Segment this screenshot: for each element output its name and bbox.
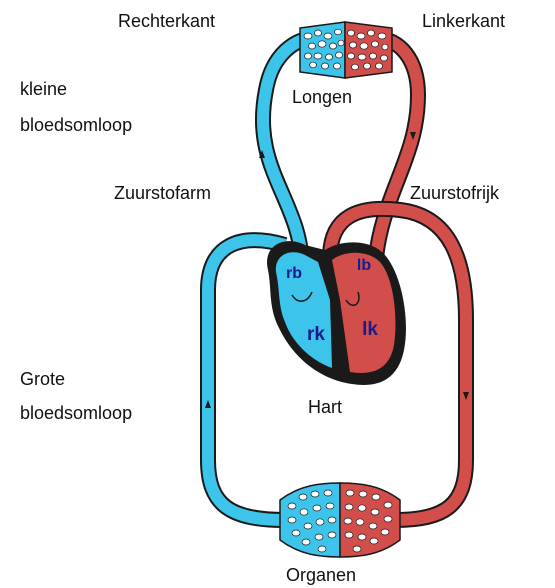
heart: rb lb rk lk — [267, 241, 406, 385]
label-right-side: Rechterkant — [118, 8, 215, 34]
pulmonary-flow-arrows — [259, 132, 416, 158]
label-heart: Hart — [308, 394, 342, 420]
label-left-side: Linkerkant — [422, 8, 505, 34]
organ-capillaries — [280, 483, 400, 557]
chamber-label-right-ventricle: rk — [307, 324, 325, 345]
label-oxygen-poor: Zuurstofarm — [114, 180, 211, 206]
label-oxygen-rich: Zuurstofrijk — [410, 180, 499, 206]
label-systemic-circuit-line2: bloedsomloop — [20, 400, 132, 426]
label-pulmonary-circuit-line1: kleine — [20, 76, 67, 102]
label-lungs: Longen — [292, 84, 352, 110]
label-organs: Organen — [286, 562, 356, 588]
lung-capillaries — [300, 22, 392, 78]
label-pulmonary-circuit-line2: bloedsomloop — [20, 112, 132, 138]
chamber-label-left-atrium: lb — [357, 257, 371, 274]
label-systemic-circuit-line1: Grote — [20, 366, 65, 392]
chamber-label-left-ventricle: lk — [362, 319, 378, 340]
chamber-label-right-atrium: rb — [286, 265, 302, 282]
